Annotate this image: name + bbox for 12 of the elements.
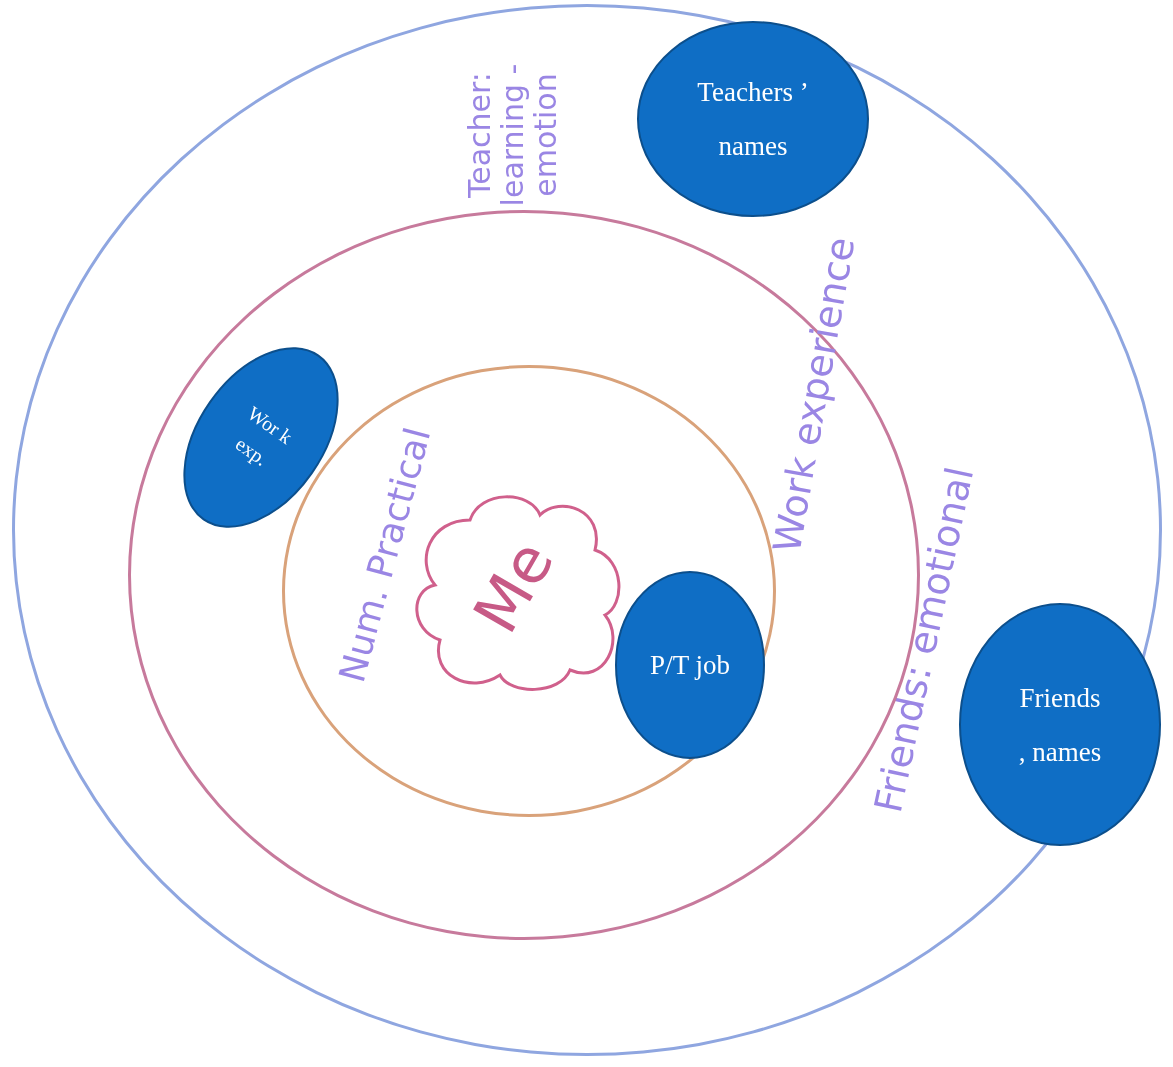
ellipse: [180, 345, 342, 530]
handwritten-label: Friends: emotional: [865, 462, 984, 819]
node-label: P/T job: [649, 649, 731, 682]
handwritten-label: Teacher: learning -emotion: [462, 62, 562, 209]
node-label: Friends , names: [1017, 681, 1103, 769]
ellipse: [636, 20, 870, 218]
node-label: Wor k exp.: [230, 400, 298, 472]
node-label: Teachers ’ names: [696, 76, 810, 163]
handwritten-label: Me: [459, 527, 569, 647]
ellipse: [614, 570, 766, 760]
outer-circle: [12, 4, 1162, 1056]
handwritten-label: Work experience: [766, 233, 864, 557]
